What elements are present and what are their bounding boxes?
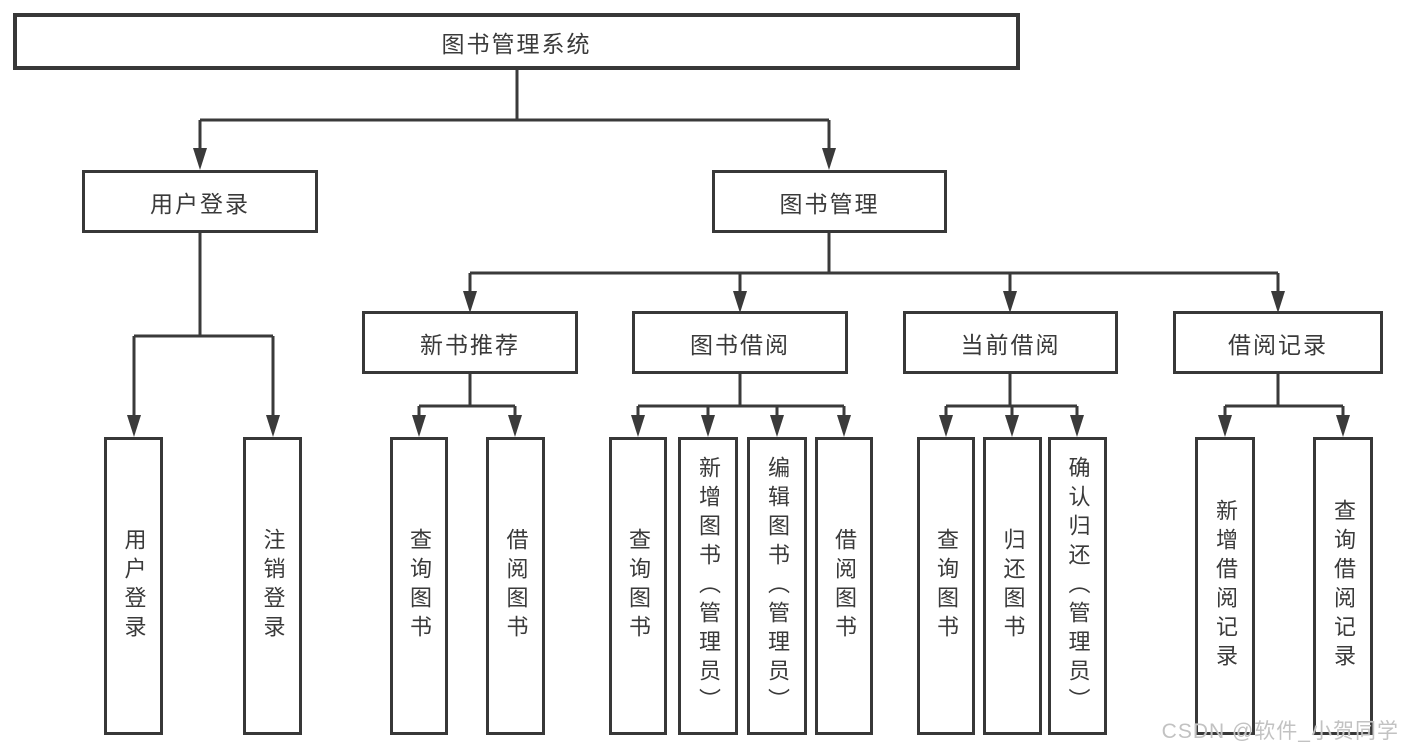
leaf-label: 确认归还（管理员） — [1065, 455, 1091, 717]
leaf-label: 查询图书 — [626, 528, 651, 644]
leaf-label: 注销登录 — [260, 528, 286, 644]
leaf-borrow-book: 借阅图书 — [815, 437, 873, 735]
leaf-return-book: 归还图书 — [983, 437, 1042, 735]
arrowheads — [127, 148, 1350, 437]
leaf-label: 查询图书 — [934, 528, 959, 644]
leaf-label: 查询借阅记录 — [1331, 499, 1356, 673]
leaf-edit-book-admin: 编辑图书（管理员） — [747, 437, 807, 735]
csdn-watermark: CSDN @软件_小贺同学 — [1161, 720, 1399, 743]
node-root-library-system: 图书管理系统 — [13, 13, 1020, 70]
node-book-borrow: 图书借阅 — [632, 311, 848, 374]
leaf-query-book-borrow: 查询图书 — [609, 437, 667, 735]
leaf-label: 归还图书 — [1000, 528, 1026, 644]
node-user-login: 用户登录 — [82, 170, 318, 233]
leaf-logout: 注销登录 — [243, 437, 302, 735]
leaf-query-book-current: 查询图书 — [917, 437, 975, 735]
leaf-add-book-admin: 新增图书（管理员） — [678, 437, 738, 735]
leaf-label: 借阅图书 — [832, 528, 857, 644]
leaf-query-borrow-record: 查询借阅记录 — [1313, 437, 1373, 735]
leaf-confirm-return-admin: 确认归还（管理员） — [1048, 437, 1107, 735]
leaf-user-login: 用户登录 — [104, 437, 163, 735]
leaf-add-borrow-record: 新增借阅记录 — [1195, 437, 1255, 735]
node-new-book-recommend: 新书推荐 — [362, 311, 578, 374]
leaf-borrow-book-recommend: 借阅图书 — [486, 437, 545, 735]
node-book-management: 图书管理 — [712, 170, 947, 233]
leaf-label: 用户登录 — [121, 528, 147, 644]
leaf-label: 查询图书 — [407, 528, 432, 644]
node-current-borrow: 当前借阅 — [903, 311, 1118, 374]
leaf-query-book-recommend: 查询图书 — [390, 437, 448, 735]
leaf-label: 新增借阅记录 — [1213, 499, 1238, 673]
node-borrow-records: 借阅记录 — [1173, 311, 1383, 374]
leaf-label: 编辑图书（管理员） — [765, 455, 790, 717]
leaf-label: 借阅图书 — [503, 528, 529, 644]
leaf-label: 新增图书（管理员） — [696, 455, 721, 717]
